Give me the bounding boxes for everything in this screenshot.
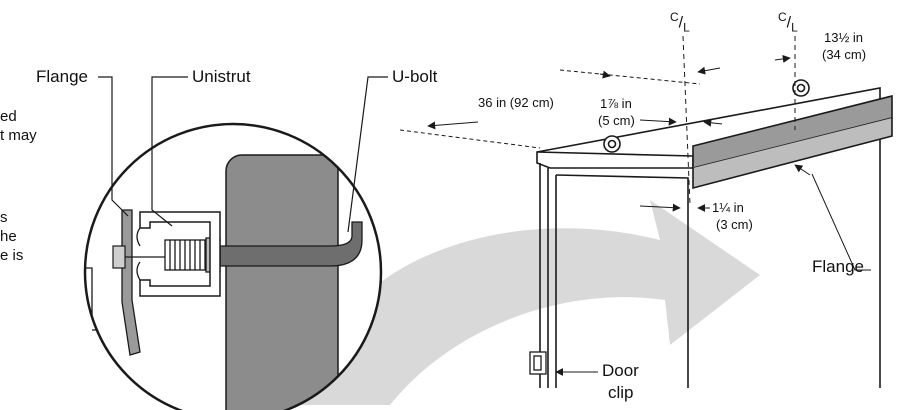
- bottom-offset-dimension-line2: (3 cm): [716, 217, 753, 232]
- clipped-text-4: he: [0, 228, 17, 245]
- centerline-l: L: [791, 20, 798, 35]
- bottom-offset-dimension-line1: 1¼ in: [712, 200, 744, 215]
- centerline-symbol-2: C/L: [778, 10, 798, 35]
- centerlines: [682, 35, 796, 206]
- pole: [225, 154, 339, 410]
- flange-label-left: Flange: [36, 67, 88, 86]
- clipped-text-2: t may: [0, 127, 37, 144]
- door-clip-label-line2: clip: [608, 383, 634, 402]
- clipped-text-5: e is: [0, 247, 24, 264]
- detail-magnifier: [83, 122, 383, 410]
- callout-leaders: [98, 76, 388, 233]
- top-offset-dimension-line1: 1⅞ in: [600, 96, 632, 111]
- door-clip-label-line1: Door: [602, 361, 639, 380]
- ubolt-shape: [199, 221, 363, 267]
- depth-dimension: 36 in (92 cm): [478, 95, 554, 110]
- flange-plate: [121, 209, 141, 356]
- centerline-symbol-1: C/L: [670, 10, 690, 35]
- direction-arrow: [300, 200, 760, 405]
- ubolt-label: U-bolt: [392, 67, 438, 86]
- door-clip-icon: [529, 351, 547, 375]
- enclosure-cabinet: [536, 87, 893, 388]
- spacing-dimension-line2: (34 cm): [822, 47, 867, 62]
- clipped-text-3: s: [0, 209, 8, 226]
- bolt: [112, 245, 126, 269]
- clipped-text-1: ed: [0, 108, 17, 125]
- flange-label-right: Flange: [812, 257, 864, 276]
- centerline-c: C: [670, 10, 679, 24]
- spacing-dimension-line1: 13½ in: [824, 30, 864, 45]
- dimension-lines: [399, 54, 871, 376]
- unistrut-channel: [139, 211, 221, 297]
- centerline-c: C: [778, 10, 787, 24]
- top-offset-dimension-line2: (5 cm): [598, 113, 635, 128]
- centerline-l: L: [683, 20, 690, 35]
- lifting-eye-icon: [603, 79, 810, 153]
- unistrut-label: Unistrut: [192, 67, 251, 86]
